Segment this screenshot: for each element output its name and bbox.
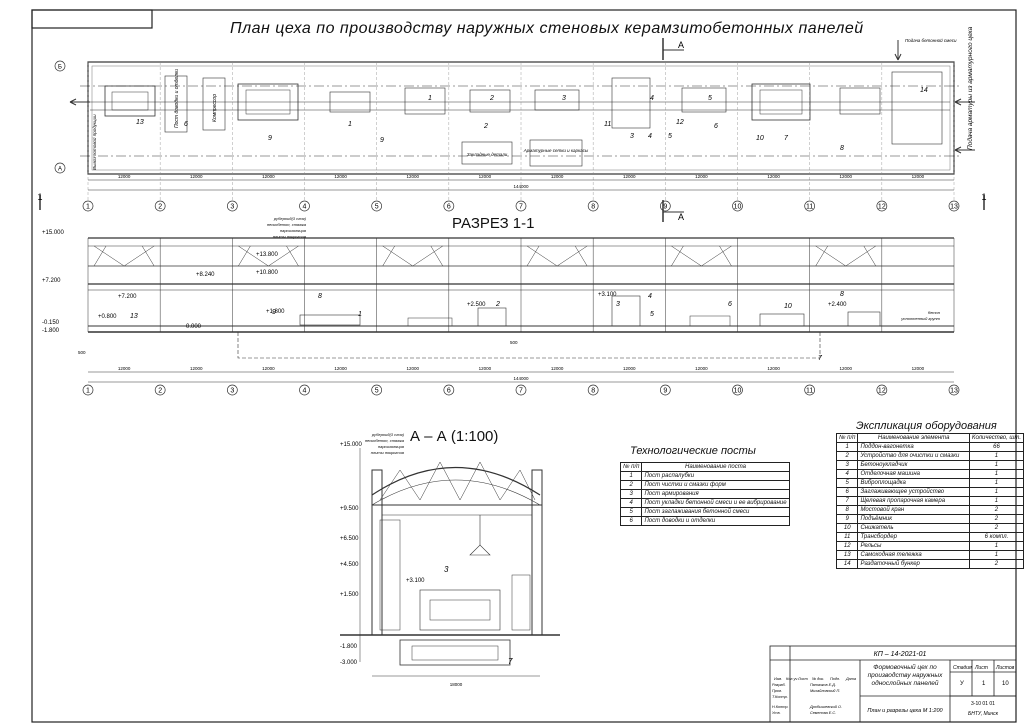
drawing-title: План цеха по производству наружных стено… [230,20,864,37]
cross-section-title: А – А (1:100) [410,428,499,445]
equipment-header-no: № п/п [835,433,859,443]
tech-posts-cell: 6 [619,516,643,526]
title-block [769,645,1017,723]
tech-posts-cell: 3 [619,489,643,499]
equipment-cell: 66 [968,442,1024,452]
equipment-cell: 7 [835,496,859,506]
equipment-header-qty: Количество, шт. [968,433,1024,443]
equipment-cell: 14 [835,559,859,569]
equipment-cell: 2 [968,559,1024,569]
equipment-table: № п/п Наименование элемента Количество, … [835,433,1024,569]
tech-posts-cell: 1 [619,471,643,481]
equipment-cell: Щелевая пропарочная камера [857,496,970,506]
equipment-cell: 6 [835,487,859,497]
equipment-cell: 1 [968,496,1024,506]
equipment-cell: 1 [968,541,1024,551]
tech-posts-cell: Пост армирования [641,489,790,499]
equipment-cell: 2 [968,514,1024,524]
tech-posts-cell: Пост заглаживания бетонной смеси [641,507,790,517]
tech-posts-cell: 5 [619,507,643,517]
equipment-cell: 4 [835,469,859,479]
equipment-cell: 8 [835,505,859,515]
equipment-cell: 1 [968,460,1024,470]
cross-section-a-a [340,448,560,677]
equipment-header-name: Наименование элемента [857,433,970,443]
equipment-cell: 1 [968,469,1024,479]
equipment-cell: 10 [835,523,859,533]
tech-posts-header-name: Наименование поста [641,462,790,472]
equipment-title: Экспликация оборудования [856,420,997,432]
tech-posts-cell: Пост укладки бетонной смеси и ее вибриро… [641,498,790,508]
equipment-cell: Бетоноукладчик [857,460,970,470]
equipment-cell: Раздаточный бункер [857,559,970,569]
equipment-cell: Отделочная машина [857,469,970,479]
stamp-name: Формовочный цех по производству наружных… [867,664,943,687]
equipment-cell: 1 [968,478,1024,488]
equipment-cell: 1 [968,487,1024,497]
tech-posts-cell: 4 [619,498,643,508]
equipment-cell: Устройство для очистки и смазки [857,451,970,461]
equipment-cell: Снижатель [857,523,970,533]
equipment-cell: 11 [835,532,859,542]
tech-posts-title: Технологические посты [630,445,756,457]
equipment-cell: 2 [968,523,1024,533]
tech-posts-cell: Пост чистки и смазки форм [641,480,790,490]
plan-view [39,38,985,222]
equipment-cell: 5 [835,478,859,488]
equipment-cell: 2 [835,451,859,461]
equipment-cell: Самоходная тележка [857,550,970,560]
equipment-cell: Мостовой кран [857,505,970,515]
equipment-cell: 6 компл. [968,532,1024,542]
equipment-cell: Виброплощадка [857,478,970,488]
tech-posts-cell: Пост распалубки [641,471,790,481]
equipment-cell: Трансбордер [857,532,970,542]
top-left-tab [31,9,153,29]
equipment-cell: 3 [835,460,859,470]
frame-border [31,9,1017,723]
section-title: РАЗРЕЗ 1-1 [452,215,535,232]
tech-posts-header-no: № п/п [619,462,643,472]
equipment-cell: 12 [835,541,859,551]
equipment-cell: 1 [968,451,1024,461]
equipment-cell: Поддон-вагонетка [857,442,970,452]
tech-posts-cell: Пост доводки и отделки [641,516,790,526]
equipment-cell: 2 [968,505,1024,515]
section-1-1 [87,237,955,383]
equipment-cell: Рельсы [857,541,970,551]
equipment-cell: 13 [835,550,859,560]
equipment-cell: Заглаживающее устройство [857,487,970,497]
equipment-cell: Подъёмник [857,514,970,524]
equipment-cell: 1 [835,442,859,452]
equipment-cell: 1 [968,550,1024,560]
equipment-cell: 9 [835,514,859,524]
tech-posts-cell: 2 [619,480,643,490]
